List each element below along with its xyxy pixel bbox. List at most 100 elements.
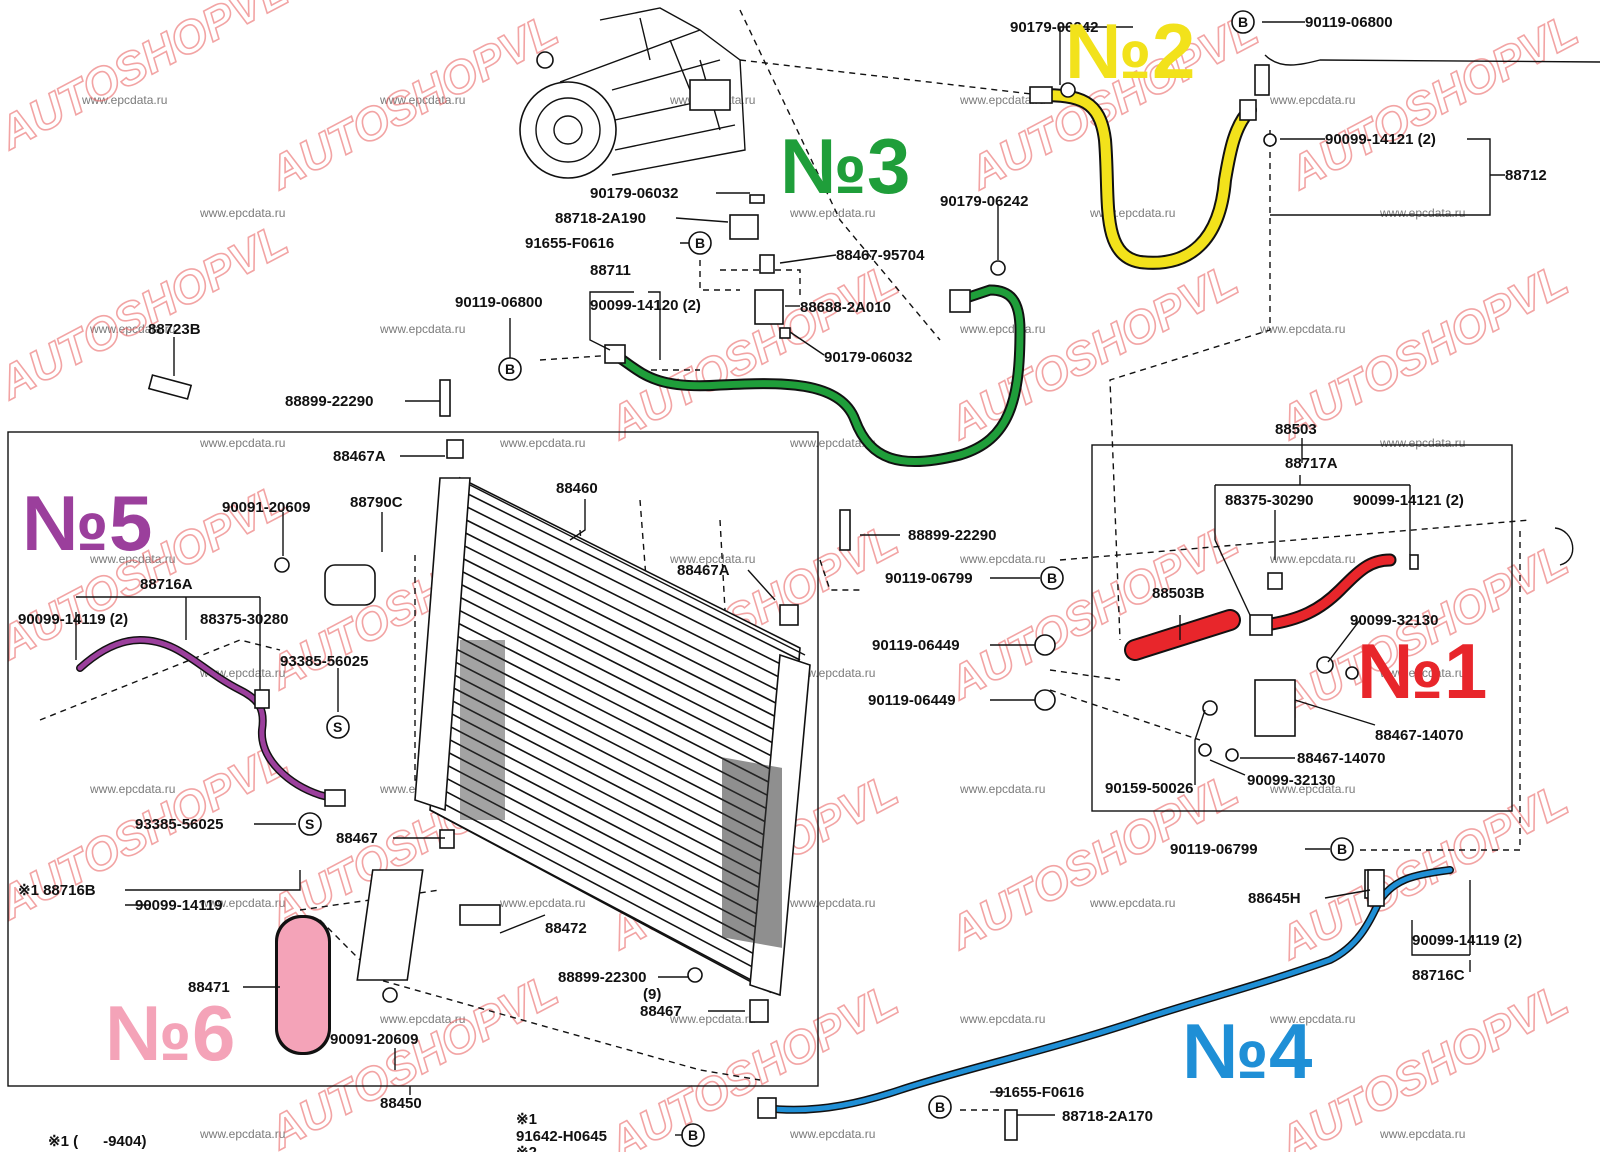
watermark-url: www.epcdata.ru bbox=[1259, 322, 1345, 336]
watermark-url: www.epcdata.ru bbox=[499, 896, 585, 910]
part-label: 90099-32130 bbox=[1247, 772, 1335, 789]
part-label: 88790C bbox=[350, 494, 403, 511]
watermark-url: www.epcdata.ru bbox=[959, 1012, 1045, 1026]
receiver-body bbox=[278, 918, 328, 1052]
part-label: 88716C bbox=[1412, 967, 1465, 984]
part-label: 88503B bbox=[1152, 585, 1205, 602]
condenser-fin bbox=[429, 809, 771, 991]
pipe-no2 bbox=[1029, 86, 1257, 270]
pipe-no3-body bbox=[611, 286, 1024, 465]
watermark-url: www.epcdata.ru bbox=[89, 782, 175, 796]
part-label: 88467-14070 bbox=[1297, 750, 1385, 767]
callout-no6: №6 bbox=[105, 989, 235, 1077]
part-label: 90119-06800 bbox=[455, 294, 543, 311]
part-label: 90099-14119 bbox=[135, 897, 223, 914]
small-parts bbox=[147, 54, 1600, 1141]
part-label: 90099-32130 bbox=[1350, 612, 1438, 629]
part-label: 90119-06799 bbox=[885, 570, 973, 587]
svg-text:B: B bbox=[935, 1099, 945, 1115]
svg-text:B: B bbox=[1047, 570, 1057, 586]
part-label: 88899-22290 bbox=[908, 527, 996, 544]
part-label: 90099-14121 (2) bbox=[1353, 492, 1464, 509]
condenser-fin bbox=[430, 796, 772, 978]
condenser-fin bbox=[435, 745, 777, 925]
marker-b: B bbox=[688, 231, 712, 255]
part-label: 88718-2A190 bbox=[555, 210, 646, 227]
part-label: 88467 bbox=[336, 830, 378, 847]
part-label: 90091-20609 bbox=[222, 499, 310, 516]
part-label: 88723B bbox=[148, 321, 201, 338]
compressor-illustration bbox=[519, 7, 746, 179]
condenser-fin bbox=[458, 502, 800, 674]
part-label: 93385-56025 bbox=[135, 816, 223, 833]
callout-no1: №1 bbox=[1357, 627, 1487, 715]
watermark-url: www.epcdata.ru bbox=[89, 552, 175, 566]
part-label: 88467-95704 bbox=[836, 247, 925, 264]
part-label: 88718-2A170 bbox=[1062, 1108, 1153, 1125]
part-label: 88467A bbox=[677, 562, 730, 579]
watermark-url: www.epcdata.ru bbox=[379, 322, 465, 336]
part-label: 90159-50026 bbox=[1105, 780, 1193, 797]
svg-text:B: B bbox=[505, 361, 515, 377]
part-label: 90099-14120 (2) bbox=[590, 297, 701, 314]
marker-s: S bbox=[298, 812, 322, 836]
watermark-url: www.epcdata.ru bbox=[959, 782, 1045, 796]
condenser-fin bbox=[459, 489, 801, 661]
marker-b: B bbox=[1231, 10, 1255, 34]
watermark-brand: AUTOSHOPVL bbox=[1269, 973, 1576, 1152]
marker-b: B bbox=[681, 1123, 705, 1147]
svg-text:B: B bbox=[688, 1127, 698, 1143]
callout-no2: №2 bbox=[1065, 7, 1195, 95]
watermark-brand: AUTOSHOPVL bbox=[939, 253, 1246, 449]
watermark-url: www.epcdata.ru bbox=[1269, 782, 1355, 796]
part-label: 88460 bbox=[556, 480, 598, 497]
part-label: ※1 bbox=[516, 1111, 537, 1128]
svg-text:B: B bbox=[1337, 841, 1347, 857]
part-label: (9) bbox=[643, 986, 661, 1003]
part-label: 90179-06032 bbox=[590, 185, 678, 202]
part-label: 90179-06242 bbox=[940, 193, 1028, 210]
condenser-fin bbox=[432, 783, 773, 965]
marker-b: B bbox=[928, 1095, 952, 1119]
receiver-drier bbox=[275, 915, 331, 1055]
marker-b: B bbox=[498, 357, 522, 381]
watermark-brand: AUTOSHOPVL bbox=[0, 0, 296, 159]
svg-text:S: S bbox=[305, 816, 314, 832]
marker-b: B bbox=[1330, 837, 1354, 861]
part-label: 91642-H0645 bbox=[516, 1128, 607, 1145]
part-label: 90099-14119 (2) bbox=[18, 611, 128, 628]
watermark-url: www.epcdata.ru bbox=[959, 322, 1045, 336]
watermark-url: www.epcdata.ru bbox=[1269, 552, 1355, 566]
pipe-no1 bbox=[1124, 553, 1397, 661]
part-label: 88467A bbox=[333, 448, 386, 465]
part-label: 88711 bbox=[590, 262, 631, 279]
part-label: 88450 bbox=[380, 1095, 422, 1112]
part-label: 90119-06449 bbox=[872, 637, 960, 654]
watermark-url: www.epcdata.ru bbox=[199, 436, 285, 450]
part-label: 88471 bbox=[188, 979, 230, 996]
watermark-url: www.epcdata.ru bbox=[1269, 93, 1355, 107]
condenser-fin bbox=[448, 604, 790, 780]
part-label: 88899-22290 bbox=[285, 393, 373, 410]
svg-text:B: B bbox=[1238, 14, 1248, 30]
pipe-no5 bbox=[76, 635, 346, 807]
condenser-fin bbox=[436, 732, 778, 912]
pipe-no1-cylinder bbox=[1126, 611, 1239, 659]
pipe-no1-body bbox=[1260, 555, 1395, 630]
part-label: 90179-06032 bbox=[824, 349, 912, 366]
part-label: ※1 88716B bbox=[18, 882, 96, 899]
part-label: 90091-20609 bbox=[330, 1031, 418, 1048]
watermark-url: www.epcdata.ru bbox=[499, 436, 585, 450]
watermark-url: www.epcdata.ru bbox=[199, 1127, 285, 1141]
condenser-fin bbox=[453, 553, 795, 727]
part-label: 88645H bbox=[1248, 890, 1301, 907]
part-labels: 90179-06242 90119-06800 90099-14121 (2) … bbox=[18, 14, 1547, 1152]
part-label: 88717A bbox=[1285, 455, 1338, 472]
pipe-no3 bbox=[604, 284, 1026, 467]
condenser-illustration bbox=[414, 476, 811, 997]
part-label: 90179-06242 bbox=[1010, 19, 1098, 36]
watermark-url: www.epcdata.ru bbox=[1379, 666, 1465, 680]
watermark-url: www.epcdata.ru bbox=[379, 93, 465, 107]
watermark-brand: AUTOSHOPVL bbox=[1269, 253, 1576, 449]
